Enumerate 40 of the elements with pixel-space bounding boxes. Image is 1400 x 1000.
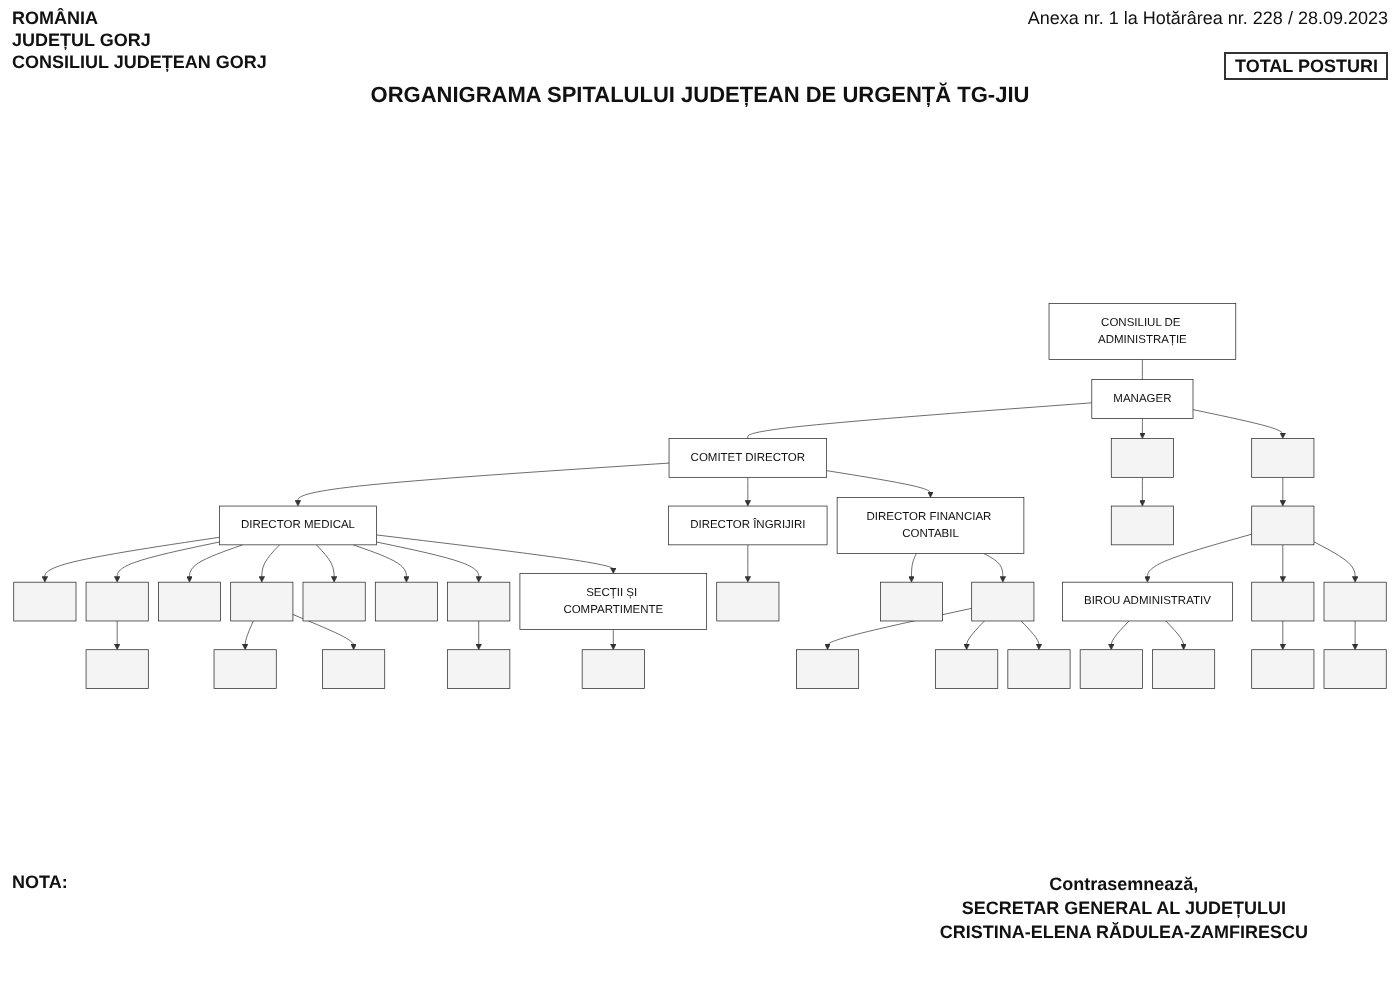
node-box xyxy=(581,649,645,689)
note-heading: NOTA: xyxy=(12,872,68,892)
node-box xyxy=(85,649,149,689)
node-box xyxy=(230,581,294,622)
node-box xyxy=(447,581,511,622)
signature-text: Contrasemnează, xyxy=(1049,872,1199,896)
node-box xyxy=(1323,649,1387,689)
node-box xyxy=(1251,649,1315,689)
header-text: JUDEȚUL GORJ xyxy=(12,30,151,52)
node-box xyxy=(322,649,386,689)
signature-text: CRISTINA-ELENA RĂDULEA-ZAMFIRESCU xyxy=(939,920,1308,944)
node-box xyxy=(1251,581,1315,622)
node-box xyxy=(1152,649,1216,689)
node-box xyxy=(971,581,1035,622)
table-heading: TOTAL POSTURI xyxy=(1234,56,1378,76)
annex-reference: Anexa nr. 1 la Hotărârea nr. 228 / 28.09.2023 xyxy=(1027,8,1388,28)
header-text: CONSILIUL JUDEȚEAN GORJ xyxy=(12,52,267,74)
node-box xyxy=(880,581,943,622)
node-box xyxy=(1323,581,1387,622)
node-box xyxy=(213,649,277,689)
node-box xyxy=(85,581,149,622)
header-text: ROMÂNIA xyxy=(12,8,98,30)
node-box xyxy=(1251,505,1315,546)
node-box xyxy=(1079,649,1143,689)
node-box xyxy=(935,649,999,689)
node-box xyxy=(716,581,780,622)
node-box xyxy=(302,581,366,622)
node-box xyxy=(1110,505,1174,546)
node-box xyxy=(1110,438,1174,478)
node-box xyxy=(158,581,221,622)
node-box xyxy=(1007,649,1071,689)
node-box xyxy=(374,581,438,622)
node-box xyxy=(796,649,860,689)
signature-text: SECRETAR GENERAL AL JUDEȚULUI xyxy=(961,896,1286,920)
diagram-title: ORGANIGRAMA SPITALULUI JUDEȚEAN DE URGENȚĂ TG-JIU xyxy=(370,84,1030,108)
node-box xyxy=(1251,438,1315,478)
node-box xyxy=(447,649,511,689)
connector xyxy=(1142,359,1143,380)
node-box xyxy=(13,581,77,622)
connector xyxy=(747,402,1093,439)
